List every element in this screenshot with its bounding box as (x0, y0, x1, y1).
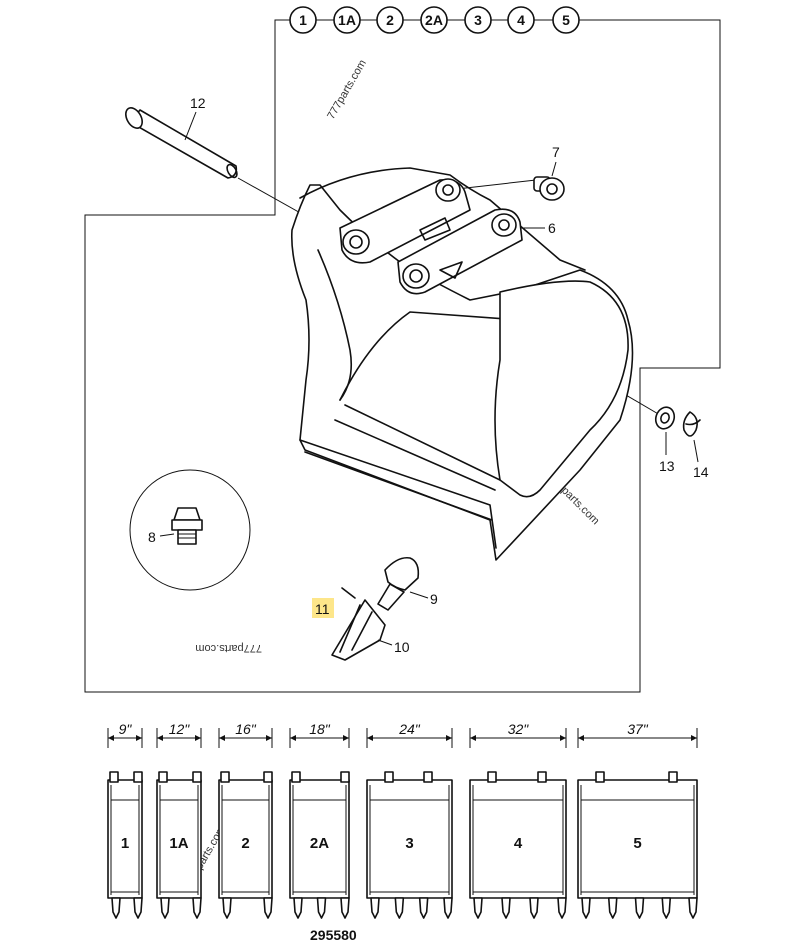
width-label: 18" (309, 721, 331, 737)
bucket-tooth (192, 897, 202, 919)
variant-label: 3 (474, 12, 482, 28)
variant-circle (507, 6, 535, 34)
callout-12: 12 (190, 95, 206, 111)
bucket-label: 3 (405, 835, 413, 852)
pin-part-12 (125, 107, 238, 179)
variant-circle (552, 6, 580, 34)
bucket-tooth (370, 897, 380, 919)
variant-badge: 5 (552, 6, 580, 34)
detail-circle-part-8 (129, 469, 251, 591)
tooth-part-9 (377, 556, 420, 611)
variant-circle (333, 6, 361, 34)
bucket-tooth (607, 897, 618, 919)
bucket-label: 2A (310, 835, 329, 852)
variant-label: 5 (562, 12, 570, 28)
bucket-tooth (443, 897, 453, 919)
bucket-assembly (290, 167, 634, 561)
bucket-tooth (581, 897, 591, 919)
bucket-tooth (160, 897, 170, 919)
leader-14 (693, 439, 699, 463)
bucket-tooth (661, 897, 672, 919)
bucket-label: 4 (514, 835, 523, 852)
bucket-tooth (501, 897, 511, 919)
bucket-size-3: 24" 3 (366, 721, 453, 919)
variant-label: 1A (338, 12, 356, 28)
variant-circle (464, 6, 492, 34)
clip-part-14 (682, 411, 701, 437)
bucket-tooth (222, 897, 232, 919)
watermark-top: 777parts.com (325, 58, 369, 122)
bucket-tooth (111, 897, 121, 919)
leader-7 (551, 161, 557, 177)
width-label: 24" (398, 721, 421, 737)
bucket-tooth (418, 897, 429, 919)
width-label: 32" (508, 721, 530, 737)
variant-label: 2 (386, 12, 394, 28)
callout-6: 6 (548, 220, 556, 236)
bucket-label: 1 (121, 835, 129, 852)
bucket-label: 1A (169, 835, 188, 852)
callout-14: 14 (693, 464, 709, 480)
variant-badge: 1A (333, 6, 361, 34)
variant-label: 2A (425, 12, 443, 28)
variant-label: 1 (299, 12, 307, 28)
callout-8: 8 (148, 529, 156, 545)
variant-circle (289, 6, 317, 34)
variant-badge: 2 (376, 6, 404, 34)
bucket-size-5: 37" 5 (577, 721, 698, 919)
assembly-frame (84, 19, 721, 693)
bucket-tooth (340, 897, 350, 919)
callout-11: 11 (315, 601, 330, 617)
bucket-tooth (293, 897, 303, 919)
bucket-tooth (473, 897, 483, 919)
bucket-tooth (316, 897, 327, 919)
callout-13: 13 (659, 458, 675, 474)
variant-badge: 3 (464, 6, 492, 34)
bucket-tooth (557, 897, 567, 919)
bucket-size-4: 32" 4 (469, 721, 567, 919)
bucket-tooth (263, 897, 273, 919)
callout-7: 7 (552, 144, 560, 160)
variant-badge: 1 (289, 6, 317, 34)
bucket-tooth (394, 897, 405, 919)
adapter-part-10 (331, 599, 386, 661)
watermark-lower: 777parts.com (195, 642, 262, 654)
width-label: 9" (119, 721, 133, 737)
leader-8 (159, 533, 175, 537)
bucket-tooth (634, 897, 645, 919)
width-label: 37" (627, 721, 649, 737)
leader-9 (409, 591, 429, 599)
roll-pin-part-11 (341, 587, 356, 599)
variant-badge: 4 (507, 6, 535, 34)
bushing-part-7 (533, 176, 565, 201)
callout-10: 10 (394, 639, 410, 655)
grease-nipple-part-8 (171, 507, 203, 545)
bucket-tooth (133, 897, 143, 919)
bucket-label: 5 (633, 835, 641, 852)
callout-9: 9 (430, 591, 438, 607)
callout-11-highlight (312, 598, 334, 618)
drawing-number: 295580 (310, 927, 357, 943)
bucket-size-2a: 18" 2A (289, 721, 350, 919)
bucket-label: 2 (241, 835, 249, 852)
leader-12 (184, 111, 197, 141)
variant-label: 4 (517, 12, 525, 28)
washer-part-13 (654, 406, 676, 430)
bucket-size-1a: 12" 1A (156, 721, 202, 919)
variant-badges: 1 1A 2 2A 3 4 5 (289, 6, 580, 34)
variant-badge: 2A (420, 6, 448, 34)
bucket-tooth (529, 897, 539, 919)
variant-circle (420, 6, 448, 34)
bucket-size-1: 9" 1 (107, 721, 143, 919)
bucket-size-2: 16" 2 (218, 721, 273, 919)
bucket-tooth (688, 897, 698, 919)
width-label: 16" (235, 721, 257, 737)
bucket-size-chart: 9" 1 12" 1A 16" 2 18" 2A 24" 3 32" 4 37" 5 (107, 721, 698, 919)
variant-circle (376, 6, 404, 34)
width-label: 12" (169, 721, 191, 737)
leader-10 (377, 639, 393, 646)
